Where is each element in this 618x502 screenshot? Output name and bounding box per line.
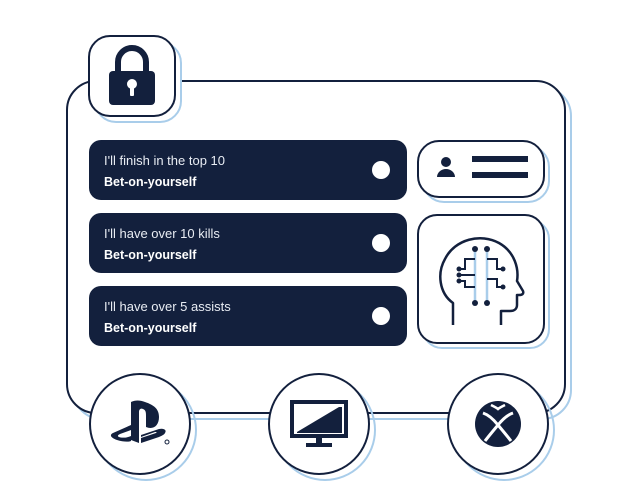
playstation-icon: [110, 400, 170, 445]
bet-tag: Bet-on-yourself: [104, 248, 197, 262]
xbox-icon: [475, 401, 521, 447]
bet-select-toggle[interactable]: [372, 234, 390, 252]
platform-playstation[interactable]: [89, 373, 191, 475]
pc-monitor-icon: [290, 400, 348, 447]
profile-card: [417, 140, 545, 198]
bet-tag: Bet-on-yourself: [104, 321, 197, 335]
bet-prompt: I'll have over 5 assists: [104, 299, 231, 314]
lock-icon: [109, 45, 155, 105]
ai-head-circuit-icon: [439, 237, 525, 325]
ai-card: [417, 214, 545, 344]
bet-card[interactable]: I'll finish in the top 10 Bet-on-yoursel…: [89, 140, 407, 200]
bet-card[interactable]: I'll have over 10 kills Bet-on-yourself: [89, 213, 407, 273]
bet-select-toggle[interactable]: [372, 161, 390, 179]
platform-xbox[interactable]: [447, 373, 549, 475]
user-profile-icon: [437, 156, 528, 178]
bet-prompt: I'll have over 10 kills: [104, 226, 220, 241]
bet-select-toggle[interactable]: [372, 307, 390, 325]
lock-badge: [88, 35, 176, 117]
bet-prompt: I'll finish in the top 10: [104, 153, 225, 168]
platform-pc[interactable]: [268, 373, 370, 475]
bet-tag: Bet-on-yourself: [104, 175, 197, 189]
bet-card[interactable]: I'll have over 5 assists Bet-on-yourself: [89, 286, 407, 346]
